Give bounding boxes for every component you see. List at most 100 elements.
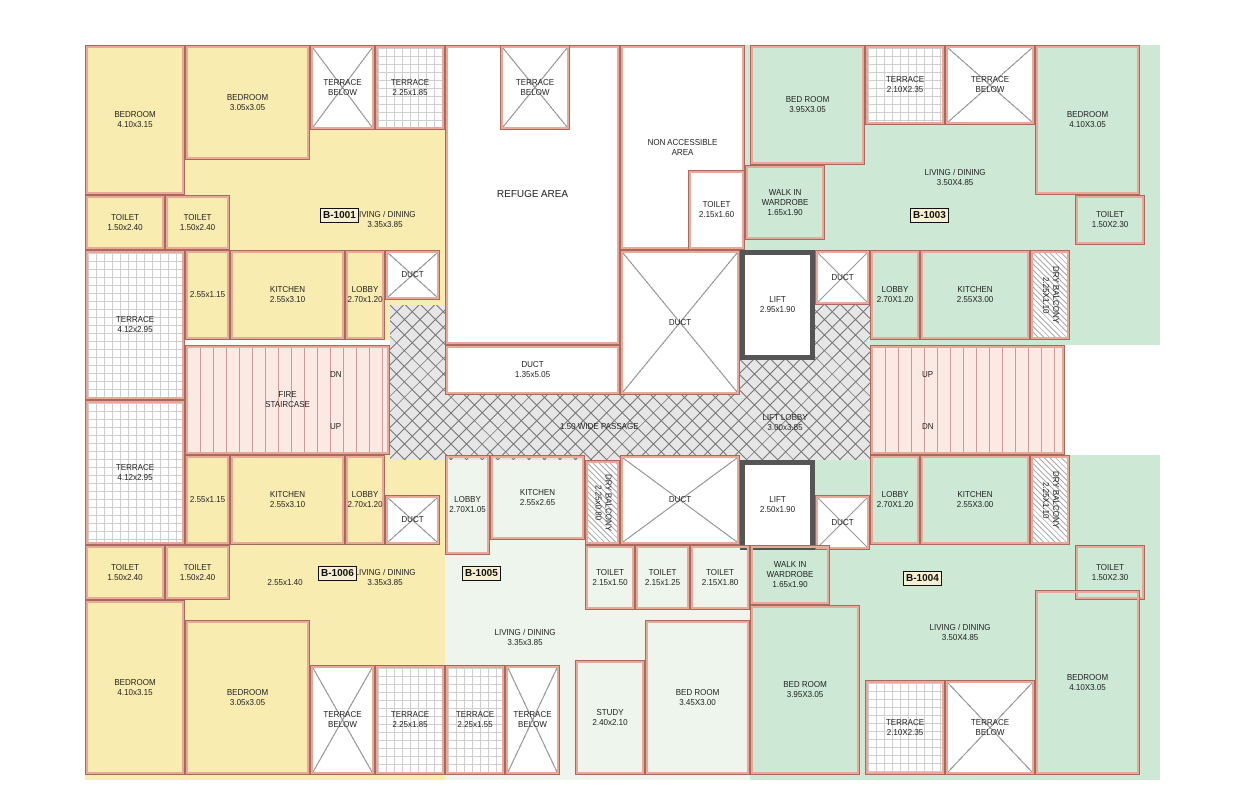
room-name: WALK IN WARDROBE bbox=[766, 560, 814, 579]
room-name: BEDROOM bbox=[226, 687, 269, 697]
room-name: TOILET bbox=[596, 567, 624, 577]
room-dimensions: 2.70x1.20 bbox=[347, 500, 383, 509]
room-name: TERRACE BELOW bbox=[970, 717, 1010, 737]
room-dimensions: 3.00x3.85 bbox=[767, 422, 803, 432]
room-name: DUCT bbox=[668, 317, 692, 327]
room-dimensions: 2.55x3.10 bbox=[269, 295, 306, 304]
room-name: STUDY bbox=[596, 707, 624, 717]
room-dimensions: 3.05x3.05 bbox=[229, 697, 266, 707]
unit-label-b1006: B-1006 bbox=[318, 566, 357, 581]
room-dimensions: 4.10X3.05 bbox=[1069, 120, 1106, 129]
room-name: REFUGE AREA bbox=[496, 189, 569, 200]
room-dimensions: 3.95X3.05 bbox=[789, 105, 826, 114]
room-name: TERRACE BELOW bbox=[513, 710, 552, 729]
room-dimensions: 2.55x1.15 bbox=[189, 290, 226, 299]
room-dimensions: 1.65x1.90 bbox=[772, 580, 808, 589]
room-pass1: 2.55x1.15 bbox=[185, 250, 230, 340]
room-dimensions: 2.70X1.20 bbox=[876, 500, 914, 509]
room-name: DRY BALCONY bbox=[1051, 266, 1060, 324]
room-tb4: TERRACE BELOW bbox=[945, 680, 1035, 775]
room-name: LIFT LOBBY bbox=[762, 412, 808, 422]
room-dimensions: 4.12x2.95 bbox=[117, 472, 153, 482]
room-name: TERRACE BELOW bbox=[323, 710, 362, 729]
room-dimensions: 2.25x1.85 bbox=[392, 87, 428, 97]
stair-dn-mark: DN bbox=[922, 422, 934, 431]
room-name: DRY BALCONY bbox=[1051, 471, 1060, 529]
room-name: TERRACE BELOW bbox=[323, 77, 362, 97]
room-tb1: TERRACE BELOW bbox=[310, 45, 375, 130]
room-dimensions: 2.25x1.85 bbox=[392, 720, 428, 729]
room-name: NON ACCESSIBLE AREA bbox=[647, 137, 718, 157]
room-dimensions: 3.35x3.85 bbox=[367, 220, 403, 229]
room-dimensions: 2.55x3.10 bbox=[269, 500, 306, 509]
room-dimensions: 2.15x1.50 bbox=[592, 577, 628, 587]
room-dimensions: 2.70x1.20 bbox=[347, 295, 383, 304]
room-dimensions: 1.50X2.30 bbox=[1091, 220, 1129, 229]
room-dimensions: 2.25x0.80 bbox=[593, 484, 603, 521]
room-dimensions: 2.55X3.00 bbox=[956, 295, 994, 304]
room-name: LIVING / DINING bbox=[354, 567, 416, 577]
room-name: LOBBY bbox=[454, 495, 481, 504]
room-dimensions: 3.45X3.00 bbox=[679, 697, 716, 707]
unit-label-b1001: B-1001 bbox=[320, 208, 359, 223]
room-name: DUCT bbox=[831, 272, 854, 282]
room-name: TERRACE bbox=[390, 77, 430, 87]
room-tb5: TERRACE BELOW bbox=[505, 665, 560, 775]
room-name: DUCT bbox=[401, 270, 424, 279]
room-tb3: TERRACE BELOW bbox=[945, 45, 1035, 125]
room-dimensions: 3.05x3.05 bbox=[229, 102, 266, 112]
room-name: KITCHEN bbox=[957, 490, 993, 499]
room-dimensions: 3.35x3.85 bbox=[507, 637, 543, 647]
room-name: TERRACE bbox=[115, 315, 155, 324]
room-stairR bbox=[870, 345, 1065, 455]
room-dimensions: 3.50X4.85 bbox=[936, 177, 974, 187]
room-dimensions: 2.55x1.15 bbox=[189, 495, 226, 504]
room-dimensions: 1.50X2.30 bbox=[1091, 572, 1129, 582]
room-name: BED ROOM bbox=[675, 687, 720, 697]
room-name: TOILET bbox=[648, 567, 677, 577]
room-name: FIRE STAIRCASE bbox=[265, 390, 310, 409]
room-name: DUCT bbox=[668, 495, 692, 504]
room-nonacc: NON ACCESSIBLE AREA bbox=[620, 45, 745, 250]
room-name: TERRACE bbox=[885, 75, 925, 84]
room-name: TERRACE BELOW bbox=[970, 75, 1010, 94]
room-name: LOBBY bbox=[351, 490, 379, 499]
room-dimensions: 3.35x3.85 bbox=[367, 577, 403, 587]
room-stairL: FIRE STAIRCASE bbox=[185, 345, 390, 455]
room-dimensions: 1.50x2.40 bbox=[179, 572, 216, 582]
room-dimensions: 1.50x2.40 bbox=[107, 572, 143, 582]
room-dimensions: 4.10x3.15 bbox=[117, 687, 153, 697]
room-name: WALK IN WARDROBE bbox=[761, 187, 809, 207]
room-name: KITCHEN bbox=[269, 490, 306, 499]
unit-label-b1005: B-1005 bbox=[462, 566, 501, 581]
